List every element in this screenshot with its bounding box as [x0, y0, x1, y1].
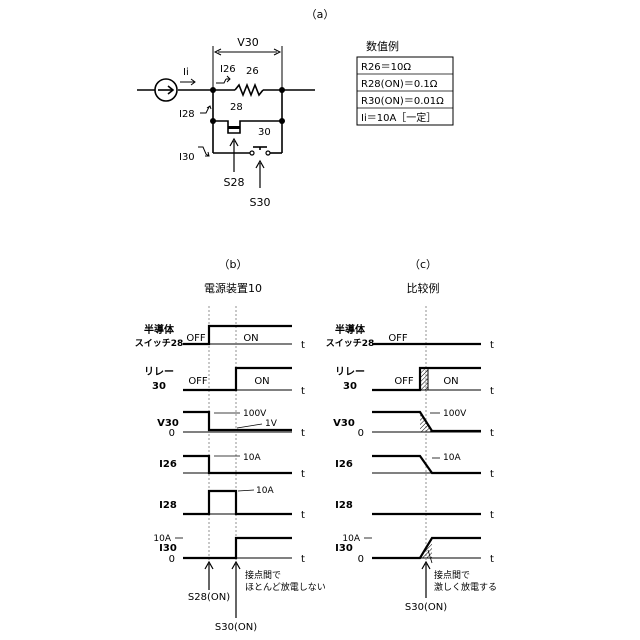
- panel_b-relay-label-2: 30: [152, 381, 166, 392]
- panel-a: （a）: [137, 8, 453, 209]
- circuit-nodes: [210, 87, 285, 124]
- panel_c-relay-t: t: [490, 386, 494, 397]
- values-title: 数值例: [366, 39, 399, 53]
- panel_b-v30-100v: 100V: [243, 409, 267, 419]
- switch-28-ref: 28: [230, 102, 243, 113]
- panel_c-relay-label-1: リレー: [335, 366, 365, 378]
- panel_b-relay-off: OFF: [188, 376, 208, 387]
- panel_b-v30-t: t: [301, 428, 305, 439]
- panel_b-relay-t: t: [301, 386, 305, 397]
- panel_b-i28-trace: [183, 491, 292, 514]
- panel_c-v30-zero: 0: [358, 428, 364, 439]
- panel_c-relay-hatch: [420, 368, 428, 390]
- panel_b-i26-trace: [183, 456, 292, 473]
- panel_b-i26-t: t: [301, 469, 305, 480]
- panel_b-s28-label: S28(ON): [188, 592, 230, 603]
- panel_c-note-line-2: 激しく放電する: [434, 581, 497, 593]
- panel_b-i30-label: I30: [159, 543, 177, 554]
- panel_b-s30-label: S30(ON): [215, 622, 257, 633]
- panel_b-i28-t: t: [301, 510, 305, 521]
- panel_c-i30-label: I30: [335, 543, 353, 554]
- panel_c-relay-off: OFF: [394, 376, 414, 387]
- s28-label: S28: [224, 176, 245, 189]
- current-source-icon: [155, 79, 177, 101]
- value-row-r28: R28(ON)＝0.1Ω: [361, 79, 438, 90]
- ii-label: Ii: [183, 67, 189, 78]
- i30-label: I30: [179, 152, 195, 163]
- panel_b-i28-leader: [238, 490, 254, 491]
- s30-label: S30: [250, 196, 271, 209]
- panel_b-v30-1v-leader: [237, 424, 262, 428]
- panel_c-s30-label: S30(ON): [405, 602, 447, 613]
- value-row-r30: R30(ON)＝0.01Ω: [361, 96, 444, 107]
- panel_c-i26-10a: 10A: [443, 453, 461, 463]
- panel-c-label: （c）: [409, 258, 437, 271]
- panel_c-semi-t: t: [490, 340, 494, 351]
- panel_b-i30-trace: [183, 538, 292, 558]
- panel_c-i26-trace: [372, 456, 481, 473]
- panel_b-semi-on: ON: [243, 333, 258, 344]
- panel_b-i30-10a: 10A: [153, 534, 171, 544]
- v30-label: V30: [237, 36, 259, 49]
- panel_b-i26-10a: 10A: [243, 453, 261, 463]
- panel_c-semi-off: OFF: [388, 333, 408, 344]
- panel_c-i30-10a: 10A: [342, 534, 360, 544]
- panel_c-semi-label-1: 半導体: [335, 323, 366, 336]
- panel-b-title: 電源装置10: [204, 281, 262, 295]
- panel_c-relay-label-2: 30: [343, 381, 357, 392]
- panel_c-relay-on: ON: [443, 376, 458, 387]
- panel_c-i30-t: t: [490, 554, 494, 565]
- panel_c-v30-100v: 100V: [443, 409, 467, 419]
- panel_b-i30-t: t: [301, 554, 305, 565]
- panel_c-i26-label: I26: [335, 459, 353, 470]
- panel-c-timing-chart: 半導体スイッチ28リレー30V30I26I28I3000ttttttOFFOFF…: [326, 306, 497, 613]
- relay-30-ref: 30: [258, 127, 271, 138]
- panel_b-note-line-1: 接点間で: [245, 569, 281, 581]
- panel_b-v30-zero: 0: [169, 428, 175, 439]
- panel_c-i26-t: t: [490, 469, 494, 480]
- i28-label: I28: [179, 109, 195, 120]
- panel_c-semi-label-2: スイッチ28: [326, 338, 375, 349]
- panel_b-relay-label-1: リレー: [144, 366, 174, 378]
- relay-contact-right: [266, 151, 270, 155]
- panel_b-semi-off: OFF: [186, 333, 206, 344]
- i26-label: I26: [220, 64, 236, 75]
- panel_c-v30-t: t: [490, 428, 494, 439]
- panel_b-note-line-2: ほとんど放電しない: [245, 581, 326, 593]
- panel_b-i26-label: I26: [159, 459, 177, 470]
- semiconductor-switch-gate: [228, 126, 240, 129]
- panel_c-i30-zero: 0: [358, 554, 364, 565]
- panel-c-title: 比较例: [407, 281, 440, 295]
- panel-b-timing-chart: 半導体スイッチ28リレー30V30I26I28I3000ttttttOFFONO…: [135, 306, 326, 633]
- resistor-26-ref: 26: [246, 66, 259, 77]
- panel_b-semi-label-1: 半導体: [144, 323, 175, 336]
- relay-contact-left: [250, 151, 254, 155]
- panel_c-note-line-1: 接点間で: [434, 569, 470, 581]
- panel_c-i28-label: I28: [335, 500, 353, 511]
- panel_b-i28-10a: 10A: [256, 486, 274, 496]
- panel_b-relay-on: ON: [254, 376, 269, 387]
- panel_c-i28-t: t: [490, 510, 494, 521]
- value-row-ii: Ii＝10A［一定］: [361, 111, 436, 124]
- panel_b-v30-1v: 1V: [265, 419, 278, 429]
- panel_b-semi-label-2: スイッチ28: [135, 338, 184, 349]
- panel_c-v30-label: V30: [333, 418, 355, 429]
- panel-a-label: （a）: [306, 8, 335, 21]
- panel_b-i30-zero: 0: [169, 554, 175, 565]
- panel-b-label: （b）: [219, 258, 248, 271]
- panel_b-i28-label: I28: [159, 500, 177, 511]
- value-row-r26: R26＝10Ω: [361, 62, 411, 73]
- panel_b-semi-t: t: [301, 340, 305, 351]
